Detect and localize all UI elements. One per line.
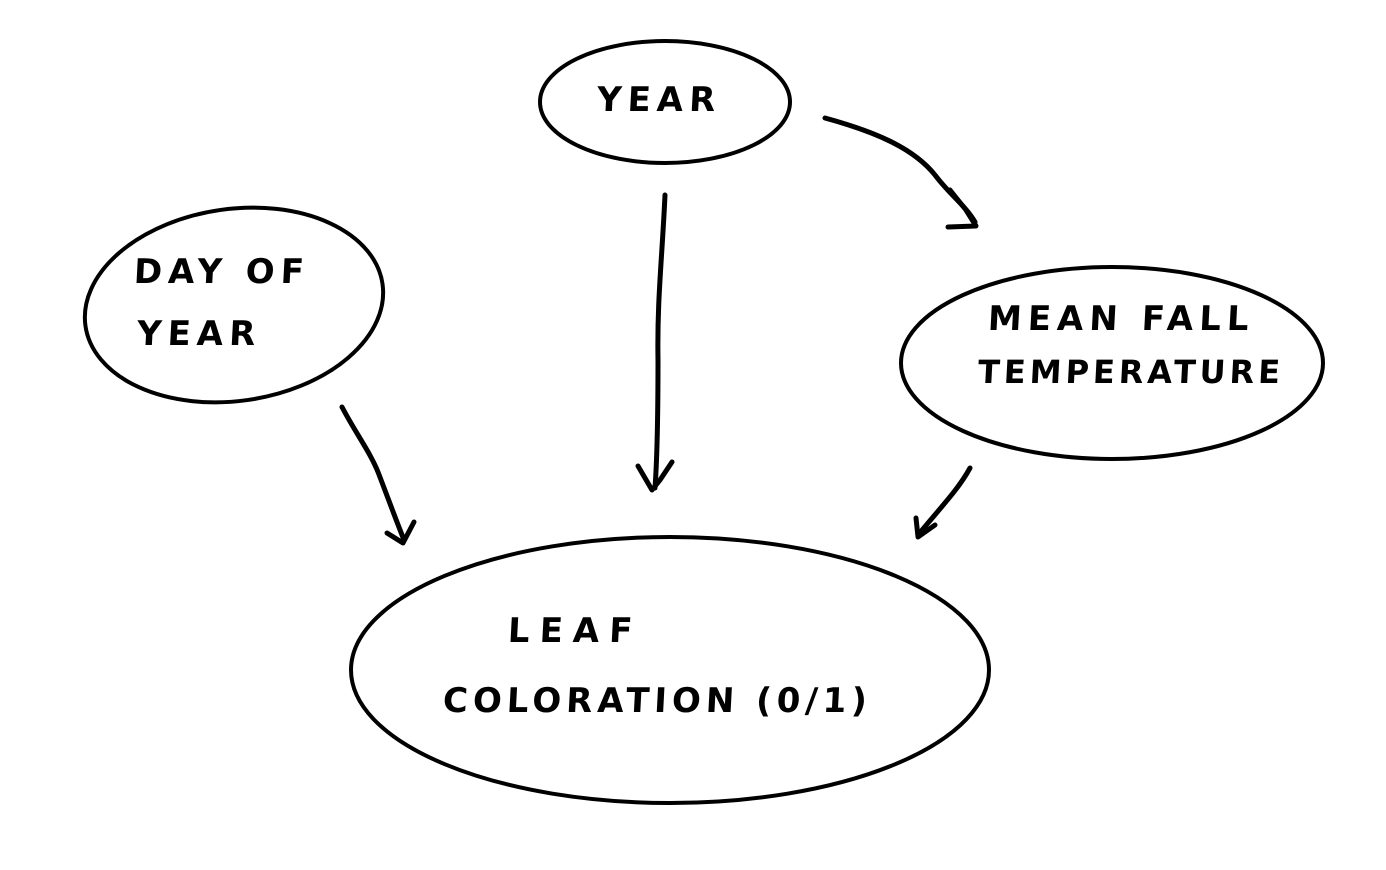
arrowhead-icon: [913, 515, 938, 540]
node-mean-fall-temperature-label-line2: TEMPERATURE: [977, 353, 1286, 391]
arrowhead-icon: [635, 459, 675, 493]
node-leaf-coloration-ellipse: [349, 535, 991, 805]
node-day-of-year-ellipse: [82, 205, 386, 405]
edge-mean-fall-temperature-to-leaf-coloration: [913, 465, 973, 540]
node-day-of-year-label-line1: DAY OF: [132, 252, 311, 292]
node-year-ellipse: [538, 39, 792, 165]
node-leaf-coloration-label-line1: LEAF: [506, 611, 644, 651]
arrowhead-icon: [384, 519, 417, 546]
arrowhead-icon: [945, 187, 979, 230]
edge-day-of-year-to-leaf-coloration: [339, 404, 417, 546]
node-day-of-year-label-line2: YEAR: [135, 314, 263, 354]
node-mean-fall-temperature-ellipse: [899, 265, 1325, 461]
edge-year-to-leaf-coloration: [635, 192, 675, 493]
node-year-label: YEAR: [595, 80, 723, 120]
node-mean-fall-temperature-label-line1: MEAN FALL: [986, 299, 1256, 339]
node-leaf-coloration-label-line2: COLORATION (0/1): [441, 681, 873, 721]
edge-year-to-mean-fall-temperature: [822, 115, 979, 230]
